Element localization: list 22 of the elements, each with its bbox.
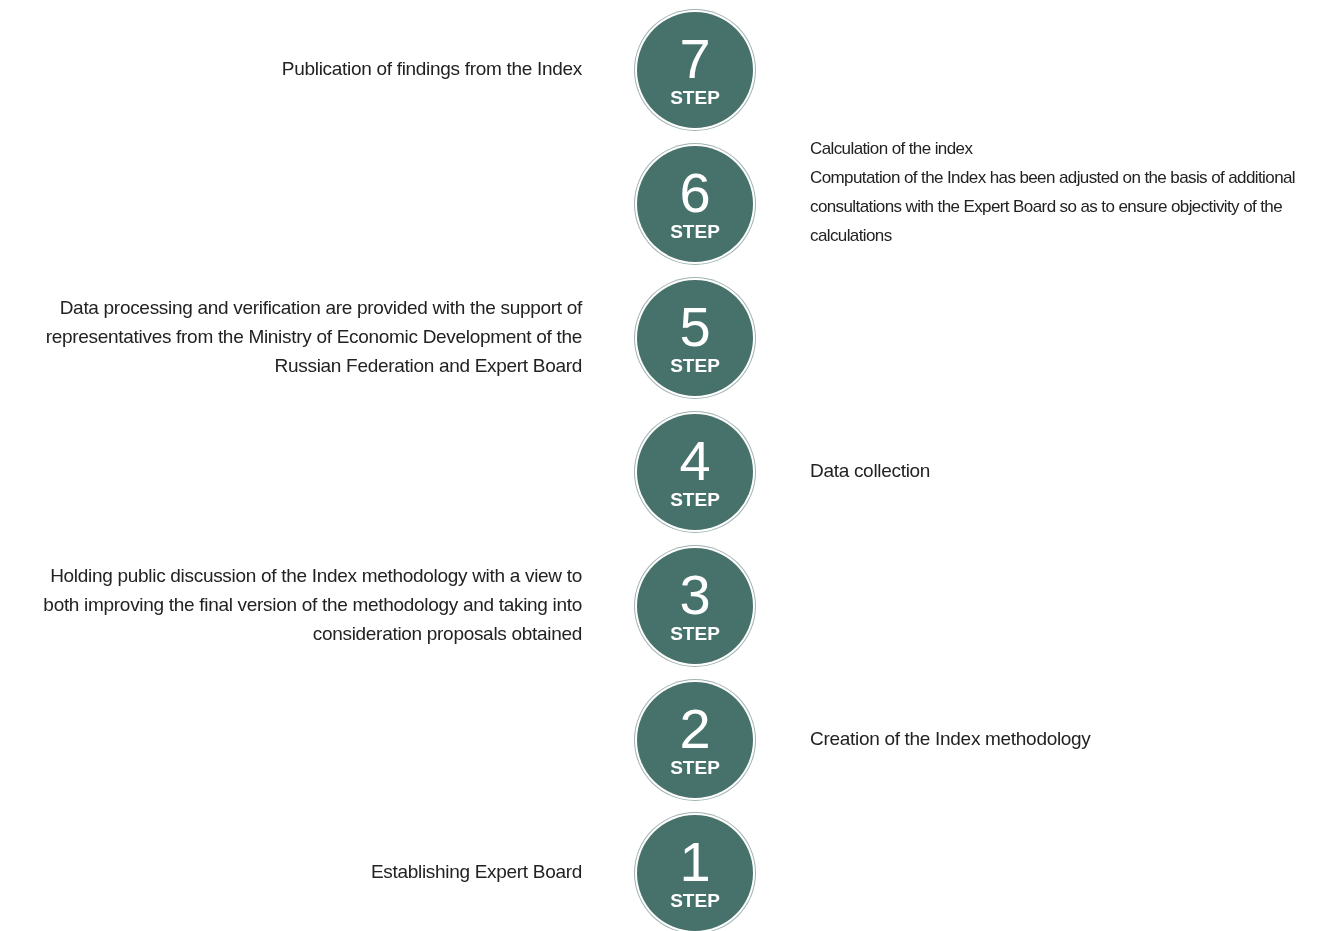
step-number: 4	[679, 433, 711, 489]
step-number: 2	[679, 701, 711, 757]
step-description: Data processing and verification are provided with the support of representatives from the Ministry of Economic Development of the Russian Federation and Expert Board	[44, 295, 582, 378]
step-number: 7	[679, 31, 711, 87]
step-number: 1	[679, 834, 711, 890]
step-description: Holding public discussion of the Index methodology with a view to both improving the final version of the methodology and taking into consideration proposals obtained	[42, 563, 582, 646]
step-description: Data collection	[810, 458, 932, 483]
step-number: 5	[679, 299, 711, 355]
step-description: Publication of findings from the Index	[280, 56, 582, 81]
step-label: STEP	[670, 87, 720, 109]
step-label: STEP	[670, 221, 720, 243]
step-number: 6	[679, 165, 711, 221]
step-description: Establishing Expert Board	[369, 859, 582, 884]
step-label: STEP	[670, 489, 720, 511]
step-label: STEP	[670, 355, 720, 377]
step-label: STEP	[670, 623, 720, 645]
step-label: STEP	[670, 757, 720, 779]
step-detail: Computation of the Index has been adjusted on the basis of additional consultations with the Expert Board so as to ensure objectivity of the calculations	[810, 167, 1297, 247]
step-description: Calculation of the index	[810, 138, 974, 160]
step-number: 3	[679, 567, 711, 623]
step-description: Creation of the Index methodology	[810, 726, 1092, 751]
step-label: STEP	[670, 890, 720, 912]
